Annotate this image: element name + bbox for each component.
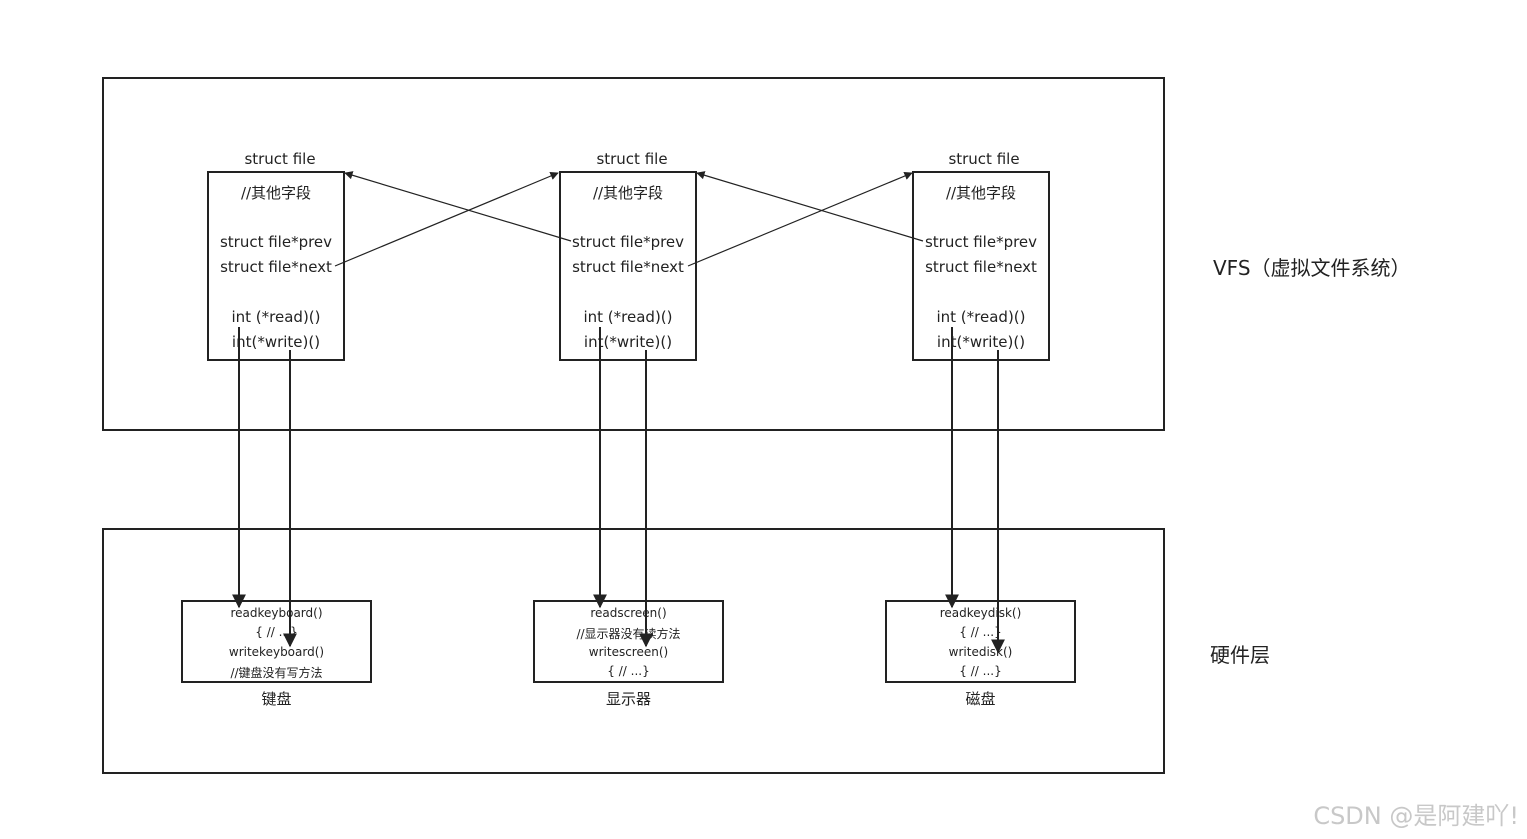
- device-keyboard-read: readkeyboard(): [230, 606, 323, 620]
- device-screen-box: readscreen() //显示器没有读方法 writescreen() { …: [533, 600, 724, 683]
- file-1-read: int (*read)(): [231, 308, 321, 326]
- device-screen-read-body: //显示器没有读方法: [576, 627, 681, 641]
- hardware-layer-label: 硬件层: [1210, 643, 1270, 667]
- device-screen-write: writescreen(): [588, 645, 669, 659]
- device-disk-write-body: { // ...}: [959, 664, 1002, 678]
- csdn-watermark: CSDN @是阿建吖!: [1313, 802, 1519, 830]
- file-3-prev: struct file*prev: [924, 233, 1038, 251]
- device-disk-read-body: { // ...}: [959, 625, 1002, 639]
- file-1-other-fields: //其他字段: [240, 184, 312, 202]
- file-1-title: struct file: [244, 150, 316, 168]
- vfs-layer-label: VFS（虚拟文件系统）: [1213, 256, 1411, 280]
- file-3-next: struct file*next: [925, 258, 1037, 276]
- prev-arrow-2-1: [344, 171, 572, 242]
- file-2-other-fields: //其他字段: [592, 184, 664, 202]
- prev-arrow-3-2: [696, 171, 924, 242]
- device-disk-name: 磁盘: [965, 690, 996, 708]
- device-disk-read: readkeydisk(): [939, 606, 1022, 620]
- file-2-prev: struct file*prev: [571, 233, 685, 251]
- file-3-read: int (*read)(): [936, 308, 1026, 326]
- vfs-layer-box: [102, 77, 1165, 431]
- file-2-write: int(*write)(): [583, 333, 673, 351]
- file-2-title: struct file: [596, 150, 668, 168]
- hardware-layer-box: [102, 528, 1165, 774]
- device-keyboard-name: 键盘: [261, 690, 292, 708]
- file-1-prev: struct file*prev: [219, 233, 333, 251]
- file-1-write: int(*write)(): [231, 333, 321, 351]
- device-keyboard-write-body: //键盘没有写方法: [230, 666, 323, 680]
- device-disk-box: readkeydisk() { // ...} writedisk() { //…: [885, 600, 1076, 683]
- next-arrow-2-3: [687, 172, 913, 267]
- device-screen-name: 显示器: [605, 690, 651, 708]
- file-3-box: //其他字段 struct file*prev struct file*next…: [912, 171, 1050, 361]
- file-1-next: struct file*next: [220, 258, 332, 276]
- file-3-title: struct file: [948, 150, 1020, 168]
- file-2-next: struct file*next: [572, 258, 684, 276]
- file-2-read: int (*read)(): [583, 308, 673, 326]
- device-screen-write-body: { // ...}: [607, 664, 650, 678]
- file-3-other-fields: //其他字段: [945, 184, 1017, 202]
- next-arrow-1-2: [334, 172, 559, 267]
- device-keyboard-write: writekeyboard(): [228, 645, 325, 659]
- file-3-write: int(*write)(): [936, 333, 1026, 351]
- file-1-box: //其他字段 struct file*prev struct file*next…: [207, 171, 345, 361]
- device-screen-read: readscreen(): [590, 606, 667, 620]
- file-2-box: //其他字段 struct file*prev struct file*next…: [559, 171, 697, 361]
